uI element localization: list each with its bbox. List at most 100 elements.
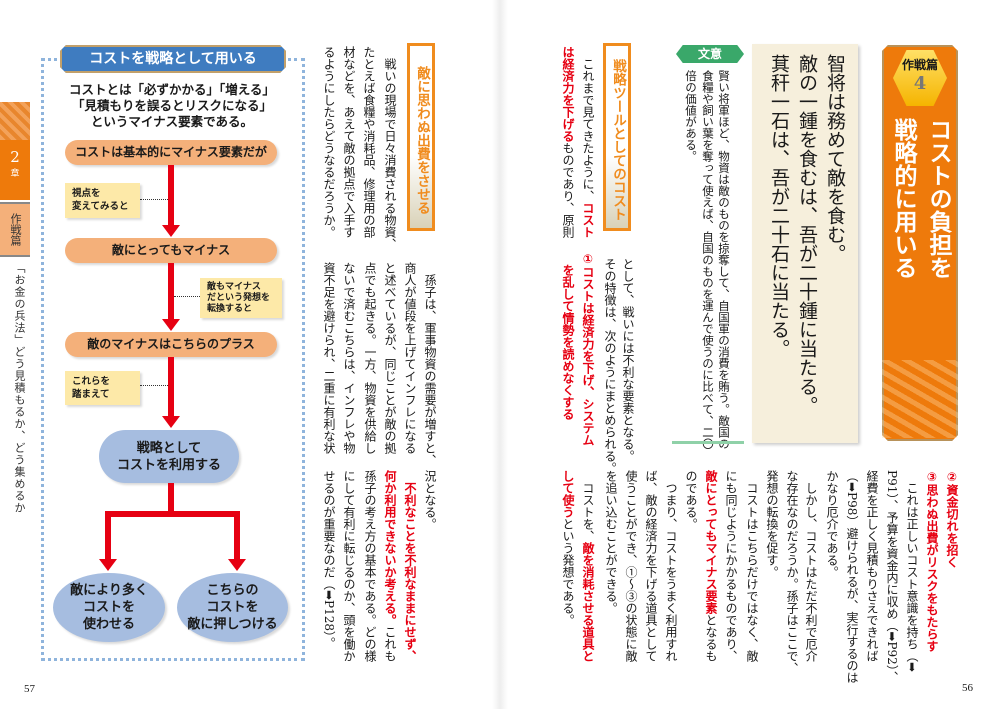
body-text: という発想である。 bbox=[561, 518, 575, 626]
body-column: コストはこちらだけではなく、敵 bbox=[745, 470, 759, 662]
outcome-1: 敵により多く コストを 使わせる bbox=[53, 573, 165, 642]
body-column: 使うことができ、①〜③の状態に敵 bbox=[624, 470, 638, 662]
body-column: 発想の転換を促す。 bbox=[765, 470, 779, 578]
title-panel-texture bbox=[882, 360, 958, 438]
intro-line: というマイナス要素である。 bbox=[90, 114, 254, 129]
feature-item-1-cont: を乱して情勢を読めなくする bbox=[561, 252, 575, 420]
chapter-number: 2 bbox=[10, 148, 20, 166]
page-gutter bbox=[492, 0, 508, 709]
outcome-line: コストを bbox=[82, 600, 135, 615]
diagram-intro: コストとは「必ずかかる」「増える」 「見積もりを誤るとリスクになる」 というマイ… bbox=[44, 82, 300, 130]
note-line: 変えてみると bbox=[72, 201, 129, 212]
intro-line: コストとは「必ずかかる」「増える」 bbox=[69, 82, 275, 97]
outcome-line: 使わせる bbox=[82, 617, 135, 632]
feature-item-1: ①コストは経済力を下げ、システム bbox=[581, 252, 595, 446]
body-column: かなり厄介である。 bbox=[825, 470, 839, 578]
arrow-shaft bbox=[234, 511, 240, 561]
arrow-head-icon bbox=[162, 225, 180, 237]
step-3: 敵のマイナスはこちらのプラス bbox=[65, 332, 277, 357]
body-column: 材などを、あえて敵の拠点で入手す bbox=[342, 46, 356, 238]
title-panel bbox=[882, 45, 958, 441]
body-column: 経費を正しく見積もりさえできれば bbox=[865, 470, 879, 662]
section-heading: 敵に思わぬ出費をさせる bbox=[407, 43, 435, 231]
body-text: ものであり、原則 bbox=[561, 142, 575, 238]
section-heading: 戦略ツールとしてのコスト bbox=[603, 43, 631, 231]
body-column: 戦いの現場で日々消費される物資、 bbox=[383, 46, 397, 250]
body-column: これは正しいコスト意識を持ち（➡ bbox=[905, 470, 919, 673]
emphasis-text: は経済力を下げる bbox=[561, 46, 575, 142]
step-1: コストは基本的にマイナス要素だが bbox=[65, 140, 277, 165]
body-column: （➡P98）避けられるが、実行するのは bbox=[845, 470, 859, 684]
emphasis-text: 敵を消耗させる道具と bbox=[581, 542, 595, 662]
body-column: にも同じようにかかるものであり、 bbox=[724, 470, 738, 662]
section-tab: 作戦篇 bbox=[0, 202, 30, 257]
body-column: して使うという発想である。 bbox=[561, 470, 575, 626]
body-column: せるのが重要なのだ（➡P128）。 bbox=[322, 470, 336, 650]
page-title-line: 戦略的に用いる bbox=[890, 118, 916, 279]
chapter-tab: 2 章 bbox=[0, 140, 30, 200]
feature-item-3: ③思わぬ出費がリスクをもたらす bbox=[925, 470, 939, 652]
body-column: しかし、コストはただ不利で厄介 bbox=[804, 470, 818, 662]
page-number-right: 56 bbox=[962, 682, 973, 694]
strategy-node: 戦略として コストを利用する bbox=[99, 430, 239, 483]
note-2: 敵もマイナス だという発想を 転換すると bbox=[200, 278, 282, 318]
body-text: コストを、 bbox=[581, 470, 595, 542]
badge-number: 4 bbox=[913, 73, 927, 94]
note-line: 敵もマイナス bbox=[207, 282, 261, 292]
arrow-shaft bbox=[105, 511, 111, 561]
classical-quote-box: 智将は務めて敵を食む。 敵の一鍾を食むは、吾が二十鍾に当たる。 萁秆一石は、吾が… bbox=[752, 44, 858, 443]
chapter-label: 章 bbox=[10, 169, 20, 179]
emphasis-text: 敵にとってもマイナス要素 bbox=[704, 470, 718, 614]
running-title: 「お金の兵法」どう見積もるか、どう集めるか bbox=[13, 262, 26, 514]
quote-line: 敵の一鍾を食むは、吾が二十鍾に当たる。 bbox=[796, 54, 818, 415]
note-connector bbox=[140, 385, 168, 386]
body-column: 商人が値段を上げてインフレになる bbox=[403, 262, 417, 454]
body-column: な存在なのだろうか。孫子はここで、 bbox=[785, 470, 799, 674]
body-column: P91）、予算を資金内に収め（➡P92）、 bbox=[885, 470, 899, 683]
badge-label: 作戦篇 bbox=[901, 58, 938, 72]
note-line: 転換すると bbox=[207, 304, 253, 314]
body-column: 孫子は、軍事物資の需要が増すと、 bbox=[423, 262, 437, 466]
feature-item-2: ②資金切れを招く bbox=[945, 470, 959, 568]
note-line: 視点を bbox=[72, 188, 101, 199]
emphasis-text: して使う bbox=[561, 470, 575, 518]
note-line: だという発想を bbox=[207, 293, 271, 303]
body-text: これも bbox=[383, 626, 397, 662]
outcome-line: 敵により多く bbox=[70, 583, 148, 598]
body-text: これまで見てきたように、 bbox=[581, 46, 595, 202]
intro-line: 「見積もりを誤るとリスクになる」 bbox=[71, 98, 272, 113]
meaning-underline bbox=[672, 441, 744, 444]
step-2: 敵にとってもマイナス bbox=[65, 238, 277, 263]
body-column: つまり、コストをうまく利用すれ bbox=[664, 470, 678, 662]
chapter-tab-image bbox=[0, 102, 30, 140]
body-column: として、戦いには不利な要素となる。 bbox=[621, 258, 635, 462]
note-1: 視点を 変えてみると bbox=[65, 183, 140, 218]
body-column: その特徴は、次のようにまとめられる。 bbox=[603, 258, 617, 474]
arrow-head-icon bbox=[228, 559, 246, 571]
page-title-line: コストの負担を bbox=[925, 118, 951, 279]
note-connector bbox=[174, 296, 200, 297]
body-column: たとえば食糧や消耗品、修理用の部 bbox=[362, 46, 376, 238]
note-connector bbox=[140, 199, 168, 200]
body-column: 況となる。 bbox=[423, 470, 437, 530]
body-text: となるも bbox=[704, 614, 718, 662]
diagram-title: コストを戦略として用いる bbox=[60, 45, 286, 73]
arrow-head-icon bbox=[162, 319, 180, 331]
body-column: 孫子の考え方の基本である。どの様 bbox=[363, 470, 377, 662]
body-column: を追い込むことができる。 bbox=[604, 470, 618, 614]
body-column: は経済力を下げるものであり、原則 bbox=[561, 46, 575, 238]
outcome-line: 敵に押しつける bbox=[187, 617, 278, 632]
arrow-head-icon bbox=[162, 416, 180, 428]
branch-bar bbox=[105, 511, 240, 517]
body-column: のである。 bbox=[684, 470, 698, 530]
body-column: これまで見てきたように、コスト bbox=[581, 46, 595, 238]
body-column: 敵にとってもマイナス要素となるも bbox=[704, 470, 718, 662]
page-number-left: 57 bbox=[24, 683, 35, 695]
arrow-shaft bbox=[168, 165, 174, 227]
emphasis-text: コスト bbox=[581, 202, 595, 238]
body-column: 資不足を避けられ、二重に有利な状 bbox=[322, 262, 336, 454]
body-column: 点でも起きる。一方、物資を供給し bbox=[363, 262, 377, 454]
arrow-shaft bbox=[168, 357, 174, 417]
arrow-head-icon bbox=[99, 559, 117, 571]
arrow-shaft bbox=[168, 263, 174, 321]
